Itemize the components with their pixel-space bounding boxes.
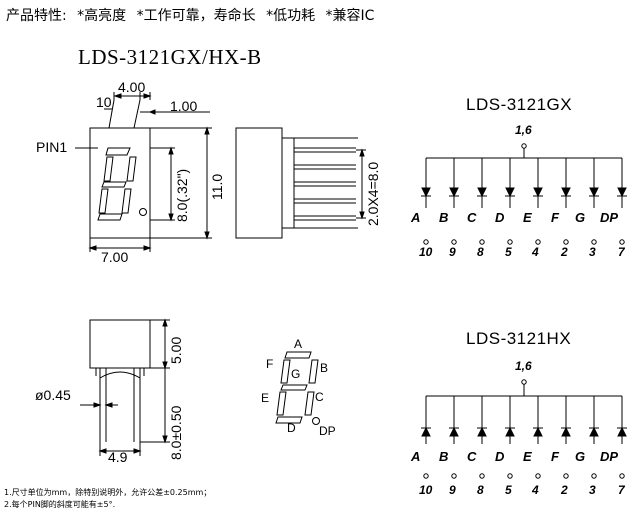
display-outline	[89, 127, 151, 239]
dim-pitch-label: 2.0X4=8.0	[365, 162, 381, 226]
gx-pin-circles	[423, 239, 625, 245]
gx-seg-c: C	[467, 210, 477, 225]
gx-pin-7: 7	[618, 245, 626, 259]
feature-list: 产品特性: *高亮度 *工作可靠，寿命长 *低功耗 *兼容IC	[6, 5, 380, 25]
feature-heading: 产品特性:	[6, 8, 67, 24]
dim-0-45-label: ø0.45	[35, 387, 71, 403]
hx-pin-10: 10	[419, 483, 433, 497]
hx-pin-3: 3	[589, 483, 596, 497]
schematic-gx-common: 1,6	[515, 123, 532, 137]
feature-item: *兼容IC	[325, 8, 375, 24]
hx-pin-2: 2	[560, 483, 568, 497]
note-2: 2.每个PIN脚的斜度可能有±5°.	[4, 500, 116, 509]
feature-item: *低功耗	[266, 8, 316, 24]
dim-4-9-label: 4.9	[108, 449, 128, 465]
segment-b	[308, 359, 319, 384]
gx-pin-9: 9	[449, 245, 456, 259]
dim-8-0-label: 8.0(.32")	[174, 169, 190, 222]
seg-label-e: E	[261, 391, 269, 405]
hx-pin-circles	[423, 473, 625, 479]
gx-seg-dp: DP	[600, 210, 618, 225]
hx-seg-d: D	[495, 449, 505, 464]
side-body	[235, 127, 283, 239]
seg-label-g: G	[291, 367, 300, 381]
segment-c	[304, 391, 315, 416]
hx-seg-e: E	[523, 449, 532, 464]
seg-label-f: F	[266, 357, 273, 371]
bottom-body	[89, 319, 151, 369]
schematic-gx-title: LDS-3121GX	[466, 95, 572, 114]
segment-e	[276, 391, 287, 416]
gx-seg-f: F	[551, 210, 560, 225]
gx-seg-g: G	[575, 210, 585, 225]
model-number: LDS-3121GX/HX-B	[78, 45, 262, 69]
hx-seg-f: F	[551, 449, 560, 464]
note-1: 1.尺寸单位为mm，除特别说明外，允许公差±0.25mm；	[4, 488, 212, 497]
gx-seg-a: A	[410, 210, 420, 225]
decimal-point	[139, 208, 147, 216]
digit-outline	[97, 147, 147, 221]
gx-seg-b: B	[439, 210, 448, 225]
hx-seg-c: C	[467, 449, 477, 464]
gx-pin-4: 4	[531, 245, 539, 259]
dim-8-0-pm-label: 8.0±0.50	[168, 405, 184, 460]
gx-pin-2: 2	[560, 245, 568, 259]
dim-10-label: 10	[96, 94, 112, 110]
hx-pin-9: 9	[449, 483, 456, 497]
seg-label-d: D	[287, 421, 296, 435]
hx-seg-b: B	[439, 449, 448, 464]
dim-7-00-label: 7.00	[101, 249, 128, 265]
hx-pin-4: 4	[531, 483, 539, 497]
dim-1-00-label: 1.00	[170, 98, 197, 114]
schematic-hx-title: LDS-3121HX	[466, 329, 571, 348]
seg-label-a: A	[294, 337, 302, 351]
hx-diodes	[421, 396, 627, 444]
gx-pin-5: 5	[505, 245, 512, 259]
hx-seg-a: A	[410, 449, 420, 464]
dim-5-00-label: 5.00	[168, 337, 184, 364]
bottom-view: 5.00 ø0.45 8.0±0.50 4.9	[35, 318, 184, 465]
feature-item: *工作可靠，寿命长	[136, 8, 256, 24]
front-view: 10 4.00 1.00 PIN1 8.0(.32") 11.0 7.00	[36, 79, 225, 265]
gx-seg-e: E	[523, 210, 532, 225]
schematic-hx-common: 1,6	[515, 359, 532, 373]
hx-seg-g: G	[575, 449, 585, 464]
gx-pin-10: 10	[419, 245, 433, 259]
segment-d	[275, 416, 303, 424]
segment-dp	[312, 417, 320, 425]
side-view: 2.0X4=8.0	[235, 127, 381, 239]
hx-pin-5: 5	[505, 483, 512, 497]
side-pins	[294, 147, 356, 221]
segment-a	[284, 351, 312, 359]
hx-seg-dp: DP	[600, 449, 618, 464]
feature-item: *高亮度	[77, 8, 127, 24]
hx-pin-7: 7	[618, 483, 626, 497]
schematic-gx: LDS-3121GX 1,6 A B C D E F G DP 10 9 8	[410, 95, 627, 259]
gx-seg-d: D	[495, 210, 505, 225]
gx-diodes	[421, 158, 627, 208]
dim-4-00-label: 4.00	[118, 79, 145, 95]
schematic-hx: LDS-3121HX 1,6 A B C D E F G DP 10 9 8	[410, 329, 627, 497]
segment-f	[280, 359, 291, 384]
segment-diagram: A B C D E F G DP	[261, 337, 336, 438]
dim-11-0-label: 11.0	[209, 174, 225, 200]
gx-pin-8: 8	[477, 245, 484, 259]
pin1-label: PIN1	[36, 139, 67, 155]
seg-label-b: B	[320, 361, 328, 375]
seg-label-c: C	[315, 390, 324, 404]
seg-label-dp: DP	[319, 424, 336, 438]
segment-g	[280, 384, 308, 391]
hx-pin-8: 8	[477, 483, 484, 497]
gx-pin-3: 3	[589, 245, 596, 259]
notes: 1.尺寸单位为mm，除特别说明外，允许公差±0.25mm； 2.每个PIN脚的斜…	[4, 487, 211, 511]
